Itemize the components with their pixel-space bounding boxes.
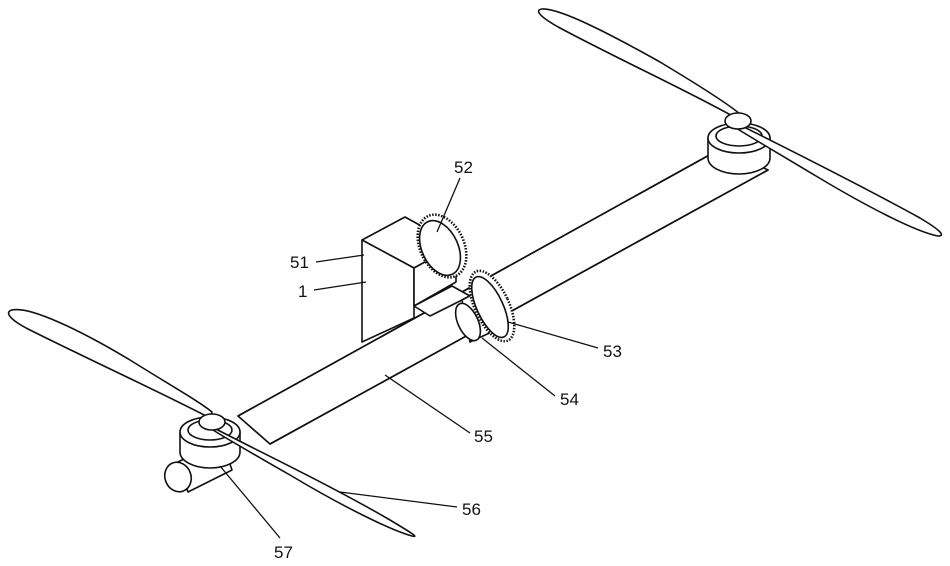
label-53: 53 [603,342,622,361]
right-propeller [539,9,942,236]
label-55: 55 [474,427,493,446]
label-54: 54 [560,390,579,409]
label-1: 1 [298,282,307,301]
label-57: 57 [274,543,293,562]
label-56: 56 [462,500,481,519]
left-propeller [9,310,415,537]
label-51: 51 [290,253,309,272]
label-52: 52 [454,158,473,177]
